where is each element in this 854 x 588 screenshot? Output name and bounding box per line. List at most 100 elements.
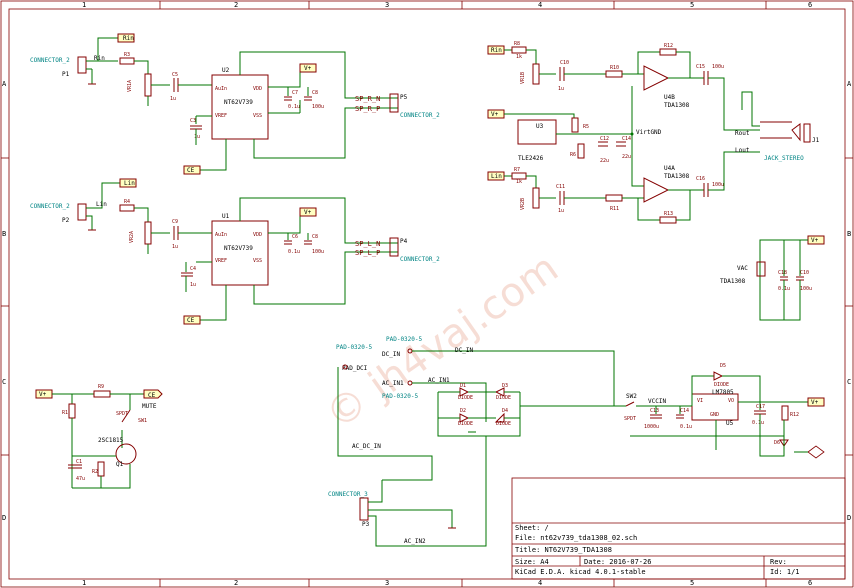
col-label-3: 3 — [385, 1, 389, 9]
label-parts-c8: C8 — [312, 234, 318, 240]
schematic-rect — [299, 63, 317, 73]
schematic-polygon — [643, 65, 670, 91]
label-ics-u5-pins-2: GND — [710, 412, 719, 418]
schematic-circle — [115, 443, 137, 465]
schematic-polyline — [239, 51, 398, 99]
label-parts-c01u: 0.1u — [752, 420, 764, 426]
label-parts-c47: 47u — [76, 476, 85, 482]
row-label-b-r: B — [847, 230, 851, 238]
label-parts-c10: C10 — [560, 60, 569, 66]
label-parts-c14: C14 — [680, 408, 689, 414]
label-connectors-p2-ref: P2 — [62, 217, 70, 224]
label-parts-r2: R2 — [92, 469, 98, 475]
label-parts-c100u: 100u — [712, 64, 724, 70]
schematic-polyline — [631, 134, 644, 187]
label-parts-sw2: SW2 — [626, 393, 637, 400]
inner-frame — [8, 8, 846, 580]
vr1 — [144, 73, 152, 97]
label-parts-c01u: 0.1u — [680, 424, 692, 430]
label-labels-pad-ac2: PAD-0320-5 — [382, 393, 419, 400]
schematic-rect — [571, 117, 579, 133]
label-connectors-p5-value: CONNECTOR_2 — [400, 112, 440, 119]
label-connectors-j1-pins-1: Lout — [735, 147, 750, 154]
label-labels-ce: CE — [187, 317, 195, 324]
label-labels-dc-in: DC_IN — [382, 351, 400, 358]
label-labels-ac-in2: AC_IN2 — [404, 538, 426, 545]
u1-ic — [211, 220, 269, 286]
schematic-rect — [68, 403, 76, 419]
p1-value: CONNECTOR_2 — [30, 57, 70, 64]
label-parts-r7v: 1k — [516, 179, 522, 185]
label-labels-pad-dc: PAD-0320-5 — [386, 336, 423, 343]
schematic-polyline — [759, 239, 808, 300]
schematic-polygon — [791, 123, 801, 142]
schematic-rect — [532, 63, 540, 85]
schematic-rect — [183, 165, 201, 175]
label-parts-d5: D5 — [720, 363, 726, 369]
label-parts-c1u: 1u — [558, 86, 564, 92]
label-parts-r9: R9 — [98, 384, 104, 390]
label-parts-q1: Q1 — [116, 461, 124, 468]
label-parts-vr1: VR1A — [127, 80, 133, 92]
schematic-rect — [511, 46, 527, 54]
schematic-polyline — [504, 113, 575, 118]
label-ics-u5-ref: U5 — [726, 420, 734, 427]
label-parts-dv: DIODE — [496, 395, 511, 401]
row-label-c: C — [2, 378, 6, 386]
label-labels-pad-ac1: PAD-0320-5 — [336, 344, 373, 351]
schematic-polyline — [526, 49, 537, 64]
title-rev: Rev: — [770, 558, 787, 566]
label-parts-d1: D1 — [460, 383, 466, 389]
label-connectors-p3-ref: P3 — [362, 521, 370, 528]
schematic-polyline — [526, 175, 537, 188]
row-label-a-r: A — [847, 80, 852, 88]
label-parts-c1000u: 1000u — [644, 424, 659, 430]
label-parts-c4: C4 — [190, 266, 196, 272]
u2-ic — [211, 74, 269, 140]
label-parts-c10: C10 — [800, 270, 809, 276]
label-labels-ce: CE — [148, 392, 156, 399]
schematic-rect — [77, 203, 87, 221]
schematic-polyline — [437, 392, 521, 437]
label-ics-u2-value: NT62V739 — [224, 99, 253, 106]
label-parts-d2: D2 — [460, 408, 466, 414]
label-ics-u4a-value: TDA1308 — [664, 173, 690, 180]
schematic-polyline — [630, 414, 785, 457]
label-parts-r11: R11 — [610, 206, 619, 212]
schematic-rect — [659, 216, 677, 224]
label-ics-u2-ref: U2 — [222, 67, 230, 74]
label-parts-r12: R12 — [664, 43, 673, 49]
label-labels-vccin: VCCIN — [648, 398, 666, 405]
schematic-rect — [605, 70, 623, 78]
label-ics-u1-ref: U1 — [222, 213, 230, 220]
label-parts-d4: D4 — [502, 408, 508, 414]
label-parts-c18: C18 — [778, 270, 787, 276]
label-ics-u4b-value: TDA1308 — [664, 102, 690, 109]
label-connectors-j1-ref: J1 — [812, 137, 820, 144]
p1-ref: P1 — [62, 71, 70, 78]
label-parts-c22u: 22u — [622, 154, 631, 160]
label-labels-pad-dc-label: PAD_DCI — [342, 365, 368, 372]
col-label-6: 6 — [808, 1, 812, 9]
label-labels-vp: V+ — [304, 209, 312, 216]
regulator: SW2 SPDT VCCIN C13 1000u C14 0.1u LM7805… — [614, 363, 825, 459]
schematic-polyline — [100, 464, 131, 489]
schematic-rect — [97, 461, 105, 477]
label-ics-u2-pins-1: VDD — [253, 86, 262, 92]
label-parts-vacv: TDA1308 — [720, 278, 746, 285]
watermark: © jh4vaj.com — [317, 245, 566, 439]
label-ics-u3-ref: U3 — [536, 123, 544, 130]
label-parts-q1v: 2SC1815 — [98, 437, 124, 444]
schematic-polyline — [86, 37, 118, 62]
label-parts-c1: C1 — [76, 459, 82, 465]
label-labels-vp: V+ — [39, 391, 47, 398]
label-labels-ac-in1: AC_IN1 — [382, 380, 404, 387]
label-ics-u5-value: LM7805 — [712, 389, 734, 396]
rin-label-box — [117, 33, 135, 43]
row-label-a: A — [2, 80, 7, 88]
row-label-d: D — [2, 514, 6, 522]
title-size: Size: A4 — [515, 558, 549, 566]
schematic-rect — [756, 261, 766, 277]
label-labels-ac-dc-in: AC_DC_IN — [352, 443, 381, 450]
